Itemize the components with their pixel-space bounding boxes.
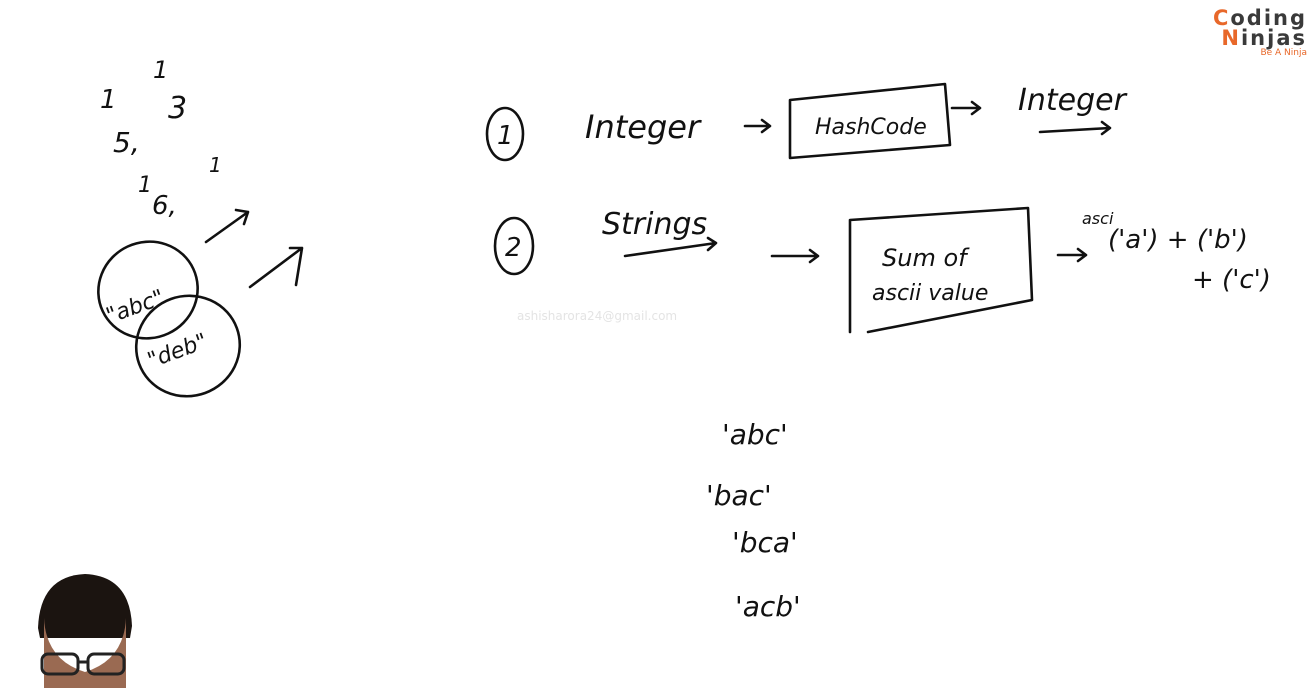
step-number: 1 <box>497 121 514 151</box>
left-number-scribbles: 1 1 3 5, 1 1 6, <box>100 56 222 221</box>
oval-deb <box>134 294 242 398</box>
string-ovals: "abc" "deb" <box>97 208 304 398</box>
string-abc-label: "abc" <box>103 285 168 329</box>
logo-text: oding <box>1230 6 1307 30</box>
presenter-avatar <box>38 574 132 688</box>
step-2-row: 2 Strings Sum of ascii value asci ('a') … <box>493 206 1271 334</box>
step-number: 2 <box>505 233 522 263</box>
underline-arrow <box>1038 120 1112 136</box>
underline-arrow <box>623 236 718 258</box>
anagram-item: 'bca' <box>732 526 798 559</box>
arrow-icon <box>204 208 250 244</box>
brand-logo: Coding Ninjas Be A Ninja <box>1213 8 1307 59</box>
ascii-sum-line2: + ('c') <box>1192 265 1271 295</box>
anagram-item: 'acb' <box>735 590 801 623</box>
step-number-circle <box>485 106 525 162</box>
logo-accent-letter: N <box>1221 26 1241 50</box>
email-watermark: ashisharora24@gmail.com <box>517 309 678 323</box>
step-number-circle <box>493 216 535 276</box>
ascii-sum-line1: ('a') + ('b') <box>1108 225 1248 255</box>
arrow-icon <box>743 118 772 134</box>
ascii-box-label-line1: Sum of <box>882 244 970 272</box>
logo-tagline: Be A Ninja <box>1260 48 1307 58</box>
logo-accent-letter: C <box>1212 6 1231 30</box>
hashcode-box-label: HashCode <box>815 115 927 140</box>
arrow-icon <box>950 100 982 116</box>
arrow-icon <box>770 248 820 264</box>
logo-line1: Coding <box>1212 6 1307 30</box>
ascii-box-label-line2: ascii value <box>872 281 988 306</box>
step2-input-label: Strings <box>602 207 707 242</box>
anagram-item: 'abc' <box>722 418 788 451</box>
scribble-number: 6, <box>152 191 177 221</box>
ascii-label: asci <box>1082 209 1114 228</box>
step-1-row: 1 Integer HashCode Integer <box>485 82 1128 162</box>
scribble-number: 3 <box>168 91 187 126</box>
step1-output-label: Integer <box>1018 83 1128 118</box>
anagram-item: 'bac' <box>706 479 772 512</box>
hashcode-box <box>788 82 952 160</box>
scribble-number: 1 <box>100 85 117 115</box>
anagram-list: 'abc' 'bac' 'bca' 'acb' <box>706 418 801 623</box>
string-deb-label: "deb" <box>144 329 211 374</box>
step1-input-label: Integer <box>585 108 702 146</box>
scribble-number: 1 <box>138 173 152 198</box>
logo-text: injas <box>1240 26 1307 50</box>
ascii-sum-box <box>848 206 1034 334</box>
arrow-icon <box>248 246 304 289</box>
logo-line2: Ninjas <box>1213 26 1307 50</box>
scribble-number: 5, <box>113 126 140 159</box>
scribble-number: 1 <box>209 153 222 177</box>
scribble-number: 1 <box>153 56 168 84</box>
arrow-icon <box>1056 247 1088 263</box>
oval-abc <box>97 240 199 340</box>
